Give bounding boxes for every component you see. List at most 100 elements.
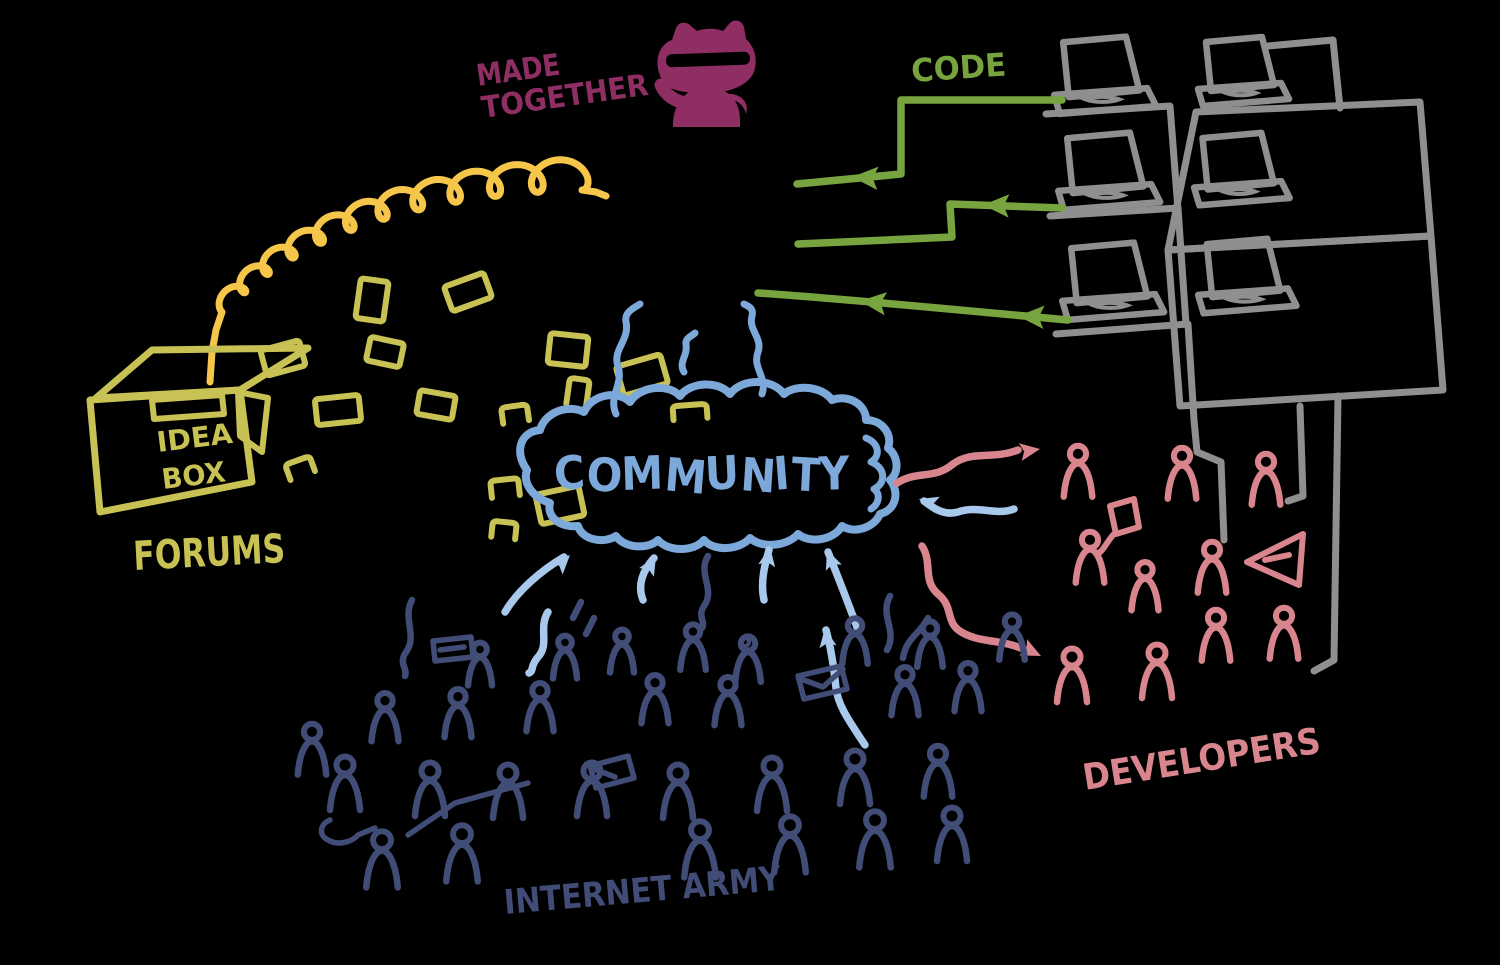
internet-army-figure (933, 804, 971, 865)
figure-head (760, 754, 784, 778)
figure-body (1198, 624, 1234, 664)
figure-prop (437, 644, 467, 653)
figure-head (1066, 442, 1090, 465)
developer-prop (1107, 496, 1142, 537)
laptop-icon (1058, 239, 1168, 324)
developers-group (1053, 442, 1306, 706)
blue-arrowhead-icon (758, 547, 776, 568)
bracket-note (563, 375, 593, 410)
internet-army-figure (294, 720, 330, 778)
figure-head (1272, 604, 1296, 627)
green-arrowhead-icon (1018, 305, 1045, 330)
green-arrowhead-icon (852, 166, 879, 191)
figure-head (682, 621, 704, 642)
laptop-base (1054, 180, 1164, 214)
figure-body (1138, 659, 1176, 702)
laptop-trackpad (1079, 94, 1125, 104)
figure-body (1128, 575, 1162, 614)
desk-outline (1264, 36, 1344, 112)
figure-head (1145, 641, 1169, 665)
internet-army-label: INTERNET ARMY (502, 859, 783, 923)
laptop-icon (1054, 129, 1164, 214)
developer-arrow (893, 446, 1022, 487)
figure-head (1170, 444, 1194, 467)
code-arrows-group (754, 96, 1072, 330)
figure-head (940, 804, 964, 828)
internet-army-figure (411, 759, 449, 820)
steam-squiggle (862, 434, 887, 513)
upload-arrow (525, 608, 552, 677)
figure-body (951, 676, 985, 715)
idea-box-slot (149, 392, 227, 422)
figure-body (913, 633, 947, 671)
internet-army-group (294, 611, 1029, 891)
blue-arrowhead-icon (819, 628, 837, 649)
paper-note (312, 392, 364, 428)
spring-coil-icon (206, 156, 610, 386)
figure-body (549, 647, 581, 682)
laptop-base (1194, 79, 1293, 110)
figure-body (659, 779, 697, 822)
navy-wisp (399, 596, 416, 680)
developer-arrow (918, 542, 1032, 655)
paper-note (532, 483, 588, 527)
blue-arrowhead-icon (639, 556, 656, 577)
laptop-trackpad (1222, 294, 1267, 304)
developer-figure (1266, 604, 1302, 662)
developer-figure (1072, 528, 1108, 586)
laptop-icon (1194, 33, 1293, 110)
figure-head (1078, 528, 1102, 551)
figure-body (326, 771, 364, 814)
figure-body (1060, 460, 1096, 500)
laptop-base (1190, 177, 1293, 209)
figure-body (606, 641, 638, 676)
blue-arrowhead-icon (825, 550, 842, 571)
internet-army-figure (753, 754, 791, 815)
developer-figure (1198, 606, 1234, 664)
figure-head (496, 761, 520, 785)
figure-body (731, 648, 765, 686)
blue-arrowhead-icon (919, 496, 940, 514)
figure-body (1248, 468, 1284, 508)
figure-body (920, 760, 956, 800)
paper-notes-group (257, 270, 711, 543)
figure-prop (405, 780, 531, 838)
internet-army-figure (681, 818, 719, 881)
figure-head (717, 674, 739, 696)
idea-box-icon: IDEA BOX (86, 344, 312, 516)
github-octocat-icon (654, 20, 756, 127)
laptop-base (1058, 290, 1168, 324)
developer-figure (1053, 645, 1091, 706)
figure-body (638, 688, 672, 727)
figure-head (863, 808, 887, 833)
developer-figure (1248, 450, 1284, 508)
laptop-icon (1190, 129, 1293, 209)
figure-body (711, 690, 745, 729)
steam-squiggle (610, 300, 644, 418)
green-code-arrow (794, 200, 1066, 248)
figure-head (666, 761, 690, 785)
figure-head (374, 690, 396, 712)
blue-arrowhead-icon (550, 555, 570, 575)
developer-figure (1164, 444, 1200, 502)
code-label: CODE (910, 45, 1007, 90)
laptop-icon (1194, 235, 1300, 317)
figure-head (688, 818, 712, 843)
figure-body (888, 680, 922, 719)
figure-body (1266, 622, 1302, 662)
paper-note (352, 275, 392, 325)
figure-head (1200, 538, 1224, 561)
desk-outline (1046, 204, 1190, 328)
internet-army-figure (920, 742, 956, 800)
internet-army-figure (638, 672, 672, 727)
bracket-note (498, 401, 532, 427)
octocat-face-band (665, 51, 750, 68)
laptop-base (1050, 84, 1160, 118)
figure-head (778, 813, 802, 838)
developer-figure (1128, 559, 1162, 614)
upload-arrow (501, 553, 568, 616)
paper-note (413, 387, 459, 423)
internet-army-figure (771, 813, 809, 876)
developer-prop (1244, 531, 1306, 588)
